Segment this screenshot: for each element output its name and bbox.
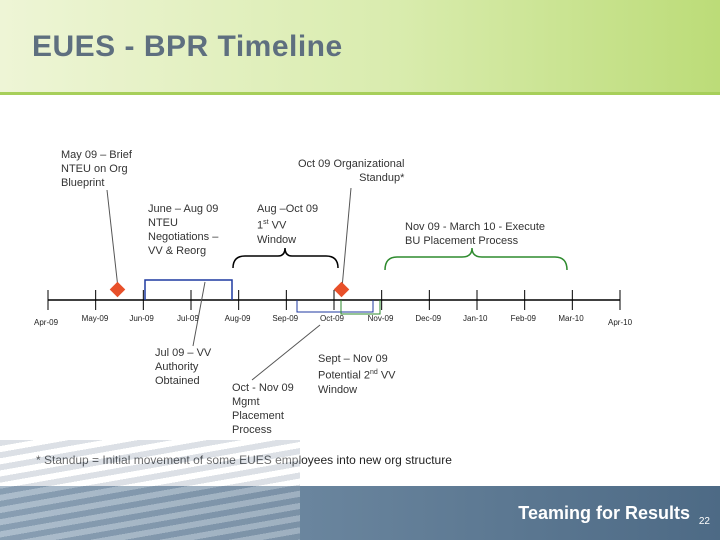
- tick-label: May-09: [81, 314, 109, 323]
- note-aug-oct: Aug –Oct 09 1st VV Window: [257, 202, 318, 247]
- header-divider: [0, 92, 720, 95]
- note-june-aug: June – Aug 09 NTEU Negotiations – VV & R…: [148, 203, 219, 257]
- bracket-june-aug: [144, 279, 233, 300]
- leader-oct-nov: [251, 324, 321, 381]
- footer-band: [0, 486, 720, 540]
- timeline-ticks: [47, 290, 621, 310]
- note-nov-mar: Nov 09 - March 10 - Execute BU Placement…: [405, 221, 546, 247]
- footer-slogan: Teaming for Results: [518, 503, 690, 523]
- milestone-may09: [109, 281, 126, 298]
- note-sept-nov-sup: nd: [369, 369, 378, 376]
- tick-label: Jan-10: [463, 314, 488, 323]
- tick-label: Oct-09: [320, 314, 345, 323]
- tick-label: Dec-09: [415, 314, 442, 323]
- note-aug-oct-sup: st: [263, 219, 269, 226]
- slide-title: EUES - BPR Timeline: [32, 30, 343, 63]
- flag-decoration: [0, 440, 300, 540]
- tick-label: Sep-09: [272, 314, 299, 323]
- tick-label: Jun-09: [129, 314, 154, 323]
- note-aug-oct-b: VV Window: [257, 219, 297, 246]
- note-may09: May 09 – Brief NTEU on Org Blueprint: [61, 149, 132, 189]
- brace-nov-mar: [384, 247, 568, 271]
- tick-label: Mar-10: [558, 314, 584, 323]
- tick-label: Nov-09: [367, 314, 394, 323]
- tick-label: Jul-09: [177, 314, 199, 323]
- note-jul09: Jul 09 – VV Authority Obtained: [155, 347, 212, 387]
- tick-label: Aug-09: [224, 314, 251, 323]
- header-band: [0, 0, 720, 92]
- note-oct-nov: Oct - Nov 09 Mgmt Placement Process: [232, 382, 294, 436]
- tick-label: Apr-10: [608, 318, 633, 327]
- note-sept-nov-a: Sept – Nov 09 Potential 2: [318, 353, 388, 382]
- leader-oct09: [341, 187, 352, 289]
- note-sept-nov-b: VV Window: [318, 369, 396, 396]
- leader-jul09: [192, 281, 206, 347]
- milestone-oct09: [333, 281, 350, 298]
- note-aug-oct-a: Aug –Oct 09 1: [257, 203, 319, 232]
- leader-may09: [106, 189, 119, 289]
- note-oct09-standup-text: Oct 09 Organizational Standup*: [298, 158, 405, 184]
- tick-label: Apr-09: [34, 318, 59, 327]
- note-oct09-standup: Oct 09 Organizational Standup*: [298, 157, 404, 185]
- bracket-sept-nov: [340, 300, 381, 315]
- footnote-standup: * Standup = Initial movement of some EUE…: [36, 453, 452, 467]
- tick-label: Feb-09: [510, 314, 537, 323]
- page-number: 22: [698, 516, 710, 527]
- bracket-oct-nov: [296, 300, 374, 313]
- note-sept-nov: Sept – Nov 09 Potential 2nd VV Window: [318, 352, 396, 397]
- brace-aug-oct: [232, 247, 339, 269]
